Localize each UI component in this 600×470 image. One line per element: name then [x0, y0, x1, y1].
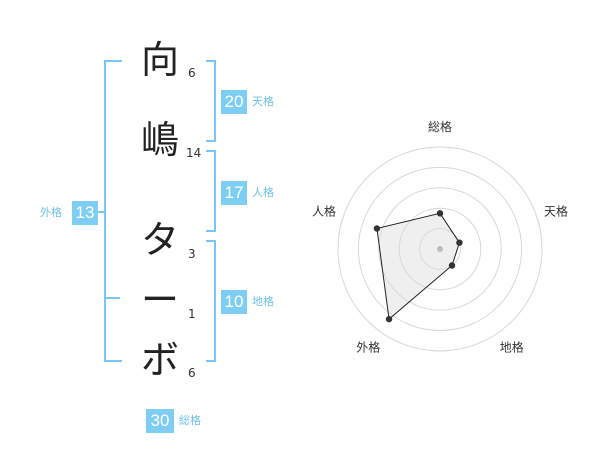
jinkaku-value: 17 — [221, 181, 247, 205]
radar-ring-3 — [378, 187, 502, 311]
name-char-1: 向 — [140, 38, 179, 82]
radar-points — [373, 210, 463, 323]
gaikaku-bracket — [104, 60, 122, 362]
radar-ring-2 — [398, 207, 482, 291]
gaikaku-bracket-divider — [104, 297, 120, 299]
soukaku-value: 30 — [146, 409, 174, 433]
gaikaku-label: 外格 — [40, 206, 62, 219]
radar-ring-5 — [337, 146, 543, 352]
stroke-count-5: 6 — [188, 366, 196, 380]
name-char-5: ボ — [140, 338, 179, 382]
radar-point-3 — [448, 262, 456, 269]
radar-axis-label-5: 人格 — [312, 203, 336, 218]
radar-point-1 — [436, 210, 444, 217]
stroke-count-4: 1 — [188, 307, 196, 321]
jinkaku-bracket — [206, 150, 216, 232]
chikaku-value: 10 — [221, 290, 247, 314]
tenkaku-label: 天格 — [252, 95, 274, 108]
radar-axis-label-1: 総格 — [428, 119, 452, 134]
stroke-count-2: 14 — [186, 146, 202, 160]
name-char-2: 嶋 — [140, 118, 179, 162]
radar-point-4 — [385, 315, 393, 323]
radar-axis-label-4: 外格 — [356, 340, 380, 355]
jinkaku-label: 人格 — [252, 186, 274, 199]
name-char-4: ー — [140, 278, 179, 322]
radar-ring-1 — [419, 228, 461, 270]
radar-center — [437, 246, 443, 252]
radar-ring-4 — [357, 166, 523, 332]
tenkaku-bracket — [206, 60, 216, 142]
chikaku-bracket — [206, 240, 216, 362]
tenkaku-value: 20 — [221, 90, 247, 114]
name-char-3: タ — [140, 218, 179, 262]
soukaku-label: 総格 — [179, 414, 201, 427]
chikaku-label: 地格 — [252, 295, 274, 308]
radar-point-5 — [373, 225, 381, 232]
radar-area — [376, 212, 460, 321]
gaikaku-value: 13 — [72, 201, 98, 225]
radar-axis-label-2: 天格 — [544, 203, 568, 218]
radar-point-2 — [456, 239, 463, 246]
radar-rings — [337, 146, 543, 352]
gaikaku-bracket-tick — [96, 211, 104, 213]
radar-axis-label-3: 地格 — [500, 340, 524, 355]
stroke-count-1: 6 — [188, 66, 196, 80]
stroke-count-3: 3 — [188, 247, 196, 261]
